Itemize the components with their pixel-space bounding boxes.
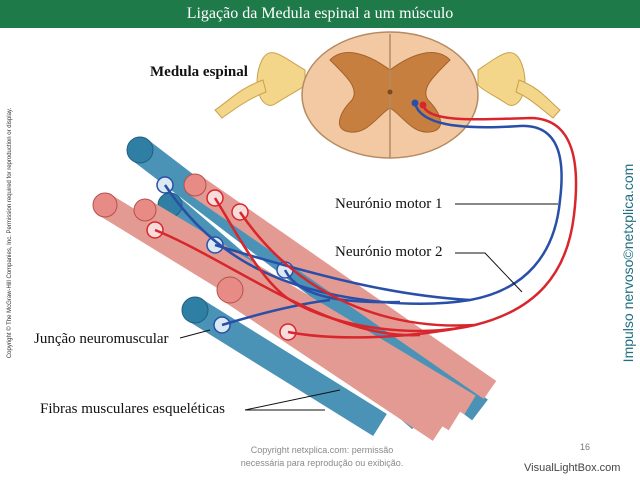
motor-neuron-2-axon	[154, 104, 578, 339]
page-number: 16	[580, 442, 591, 452]
side-brand-text: Impulso nervoso©netxplica.com	[620, 163, 636, 363]
label-spinal-cord: Medula espinal	[150, 64, 248, 80]
leader-lines	[179, 203, 558, 411]
label-skeletal-muscle-fibers: Fibras musculares esqueléticas	[40, 401, 225, 417]
motor-neuron-1-axon	[163, 102, 563, 327]
spinal-nerve-roots	[214, 52, 561, 119]
watermark-link[interactable]: VisualLightBox.com	[524, 462, 621, 474]
side-copyright-text: Copyright © The McGraw-Hill Companies, I…	[7, 107, 13, 359]
label-neuromuscular-junction: Junção neuromuscular	[34, 331, 169, 347]
page-title: Ligação da Medula espinal a um músculo	[186, 5, 454, 22]
footer-line-2: necessária para reprodução ou exibição.	[240, 458, 404, 468]
spinal-cord-section	[301, 31, 479, 159]
title-bar: Ligação da Medula espinal a um músculo	[0, 0, 640, 28]
label-motor-neuron-2: Neurónio motor 2	[335, 244, 443, 260]
label-motor-neuron-1: Neurónio motor 1	[335, 196, 443, 212]
footer-copyright: Copyright netxplica.com: permissão neces…	[222, 444, 422, 470]
footer-line-1: Copyright netxplica.com: permissão	[250, 445, 394, 455]
